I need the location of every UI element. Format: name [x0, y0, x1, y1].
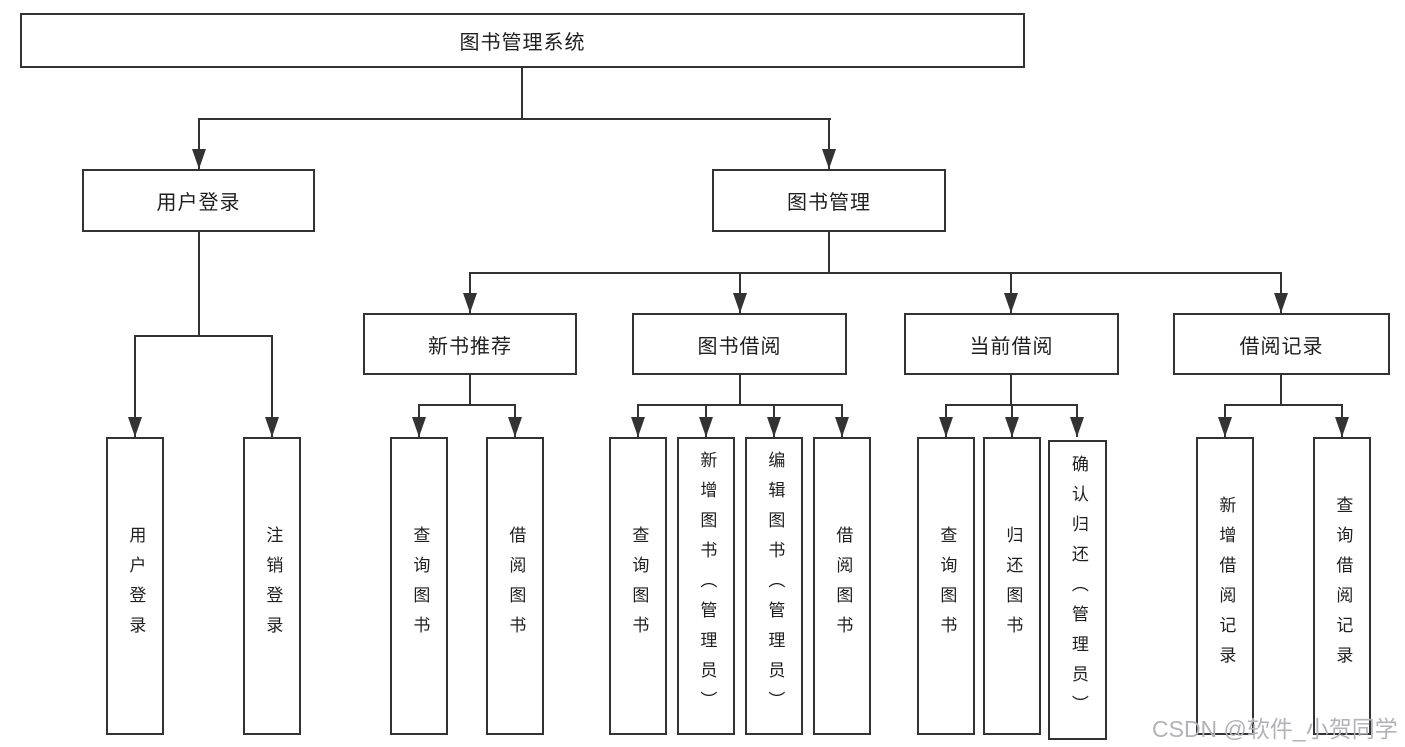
connector-line — [1010, 272, 1012, 313]
node-label: 当前借阅 — [969, 335, 1054, 358]
arrowhead-down-icon — [1218, 417, 1232, 437]
arrowhead-down-icon — [835, 417, 849, 437]
node-new-book-recommendation: 新书推荐 — [363, 313, 577, 375]
node-borrow-books-2: 借阅图书 — [813, 437, 871, 735]
node-label: 查询图书 — [410, 526, 430, 646]
node-book-management: 图书管理 — [712, 169, 946, 232]
connector-line — [1280, 375, 1282, 406]
node-borrow-books-1: 借阅图书 — [486, 437, 544, 735]
node-label: 图书管理 — [787, 192, 871, 214]
node-add-borrow-record: 新增借阅记录 — [1196, 437, 1254, 735]
connector-line — [469, 272, 1282, 274]
node-label: 归还图书 — [1003, 526, 1023, 646]
connector-line — [198, 118, 831, 120]
node-user-login: 用户登录 — [82, 169, 315, 232]
node-edit-book-admin: 编辑图书（管理员） — [745, 437, 803, 735]
node-label: 借阅图书 — [833, 526, 853, 646]
arrowhead-down-icon — [939, 417, 953, 437]
node-label: 新书推荐 — [428, 335, 512, 358]
connector-line — [469, 272, 471, 313]
arrowhead-down-icon — [767, 417, 781, 437]
node-label: 查询图书 — [937, 526, 957, 646]
node-label: 图书借阅 — [697, 335, 782, 358]
node-label: 确认归还（管理员） — [1068, 455, 1088, 725]
node-confirm-return-admin: 确认归还（管理员） — [1048, 440, 1107, 740]
node-label: 查询图书 — [629, 526, 649, 646]
arrowhead-down-icon — [1005, 417, 1019, 437]
arrowhead-down-icon — [463, 293, 477, 313]
connector-line — [739, 272, 741, 313]
node-label: 查询借阅记录 — [1333, 496, 1353, 676]
connector-line — [134, 335, 273, 337]
connector-line — [418, 404, 516, 406]
connector-line — [637, 404, 843, 406]
arrowhead-down-icon — [1335, 417, 1349, 437]
node-borrowing-records: 借阅记录 — [1173, 313, 1390, 375]
connector-line — [469, 375, 471, 406]
node-add-book-admin: 新增图书（管理员） — [677, 437, 735, 735]
node-label: 用户登录 — [156, 192, 241, 214]
connector-line — [198, 232, 200, 337]
arrowhead-down-icon — [412, 417, 426, 437]
connector-line — [271, 335, 273, 437]
connector-line — [521, 68, 523, 119]
node-label: 图书管理系统 — [459, 32, 586, 54]
arrowhead-down-icon — [508, 417, 522, 437]
node-current-borrowing: 当前借阅 — [904, 313, 1119, 375]
arrowhead-down-icon — [733, 293, 747, 313]
arrowhead-down-icon — [699, 417, 713, 437]
connector-line — [134, 335, 136, 437]
arrowhead-down-icon — [631, 417, 645, 437]
node-library-management-system: 图书管理系统 — [20, 13, 1025, 68]
arrowhead-down-icon — [192, 149, 206, 169]
connector-line — [739, 375, 741, 406]
connector-line — [1280, 272, 1282, 313]
node-query-books-1: 查询图书 — [390, 437, 448, 735]
node-query-books-3: 查询图书 — [917, 437, 975, 735]
arrowhead-down-icon — [822, 149, 836, 169]
connector-line — [828, 232, 830, 274]
node-label: 借阅图书 — [506, 526, 526, 646]
node-label: 编辑图书（管理员） — [765, 451, 785, 721]
csdn-watermark: CSDN @软件_小贺同学 — [1152, 716, 1398, 742]
connector-line — [828, 118, 830, 169]
node-logout: 注销登录 — [243, 437, 301, 735]
connector-line — [198, 118, 200, 169]
connector-line — [1010, 375, 1012, 406]
node-label: 用户登录 — [126, 526, 146, 646]
arrowhead-down-icon — [265, 417, 279, 437]
node-return-books: 归还图书 — [983, 437, 1041, 735]
node-query-books-2: 查询图书 — [609, 437, 667, 735]
node-label: 新增借阅记录 — [1216, 496, 1236, 676]
arrowhead-down-icon — [1070, 417, 1084, 437]
connector-line — [1224, 404, 1343, 406]
node-label: 新增图书（管理员） — [697, 451, 717, 721]
node-query-borrow-record: 查询借阅记录 — [1313, 437, 1371, 735]
arrowhead-down-icon — [1274, 293, 1288, 313]
node-label: 借阅记录 — [1239, 335, 1324, 358]
node-label: 注销登录 — [263, 526, 283, 646]
node-book-borrowing: 图书借阅 — [632, 313, 847, 375]
arrowhead-down-icon — [1004, 293, 1018, 313]
arrowhead-down-icon — [128, 417, 142, 437]
node-user-login-leaf: 用户登录 — [106, 437, 164, 735]
